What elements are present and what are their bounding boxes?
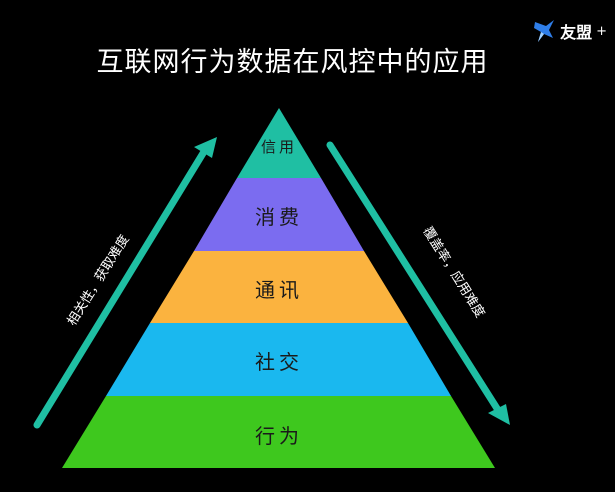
pyramid-level-credit (237, 108, 321, 178)
logo-suffix: + (596, 23, 607, 39)
pyramid-label-credit: 信用 (260, 138, 297, 156)
pyramid-level-behavior (62, 396, 495, 468)
pyramid-level-consumption (194, 178, 364, 251)
pyramid-label-behavior: 行为 (255, 424, 303, 448)
page-title: 互联网行为数据在风控中的应用 (96, 47, 489, 78)
pyramid-level-social (106, 323, 451, 396)
pyramid-label-social: 社交 (255, 350, 303, 374)
logo-name: 友盟 (560, 23, 593, 42)
pyramid-label-telecom: 通讯 (255, 278, 303, 302)
pyramid-label-consumption: 消费 (255, 205, 303, 229)
bird-logo-icon (534, 20, 555, 42)
left-arrow (33, 137, 217, 429)
right-arrow (326, 141, 510, 425)
brand-logo: 友盟 + (532, 18, 607, 44)
pyramid-level-telecom (150, 251, 408, 323)
